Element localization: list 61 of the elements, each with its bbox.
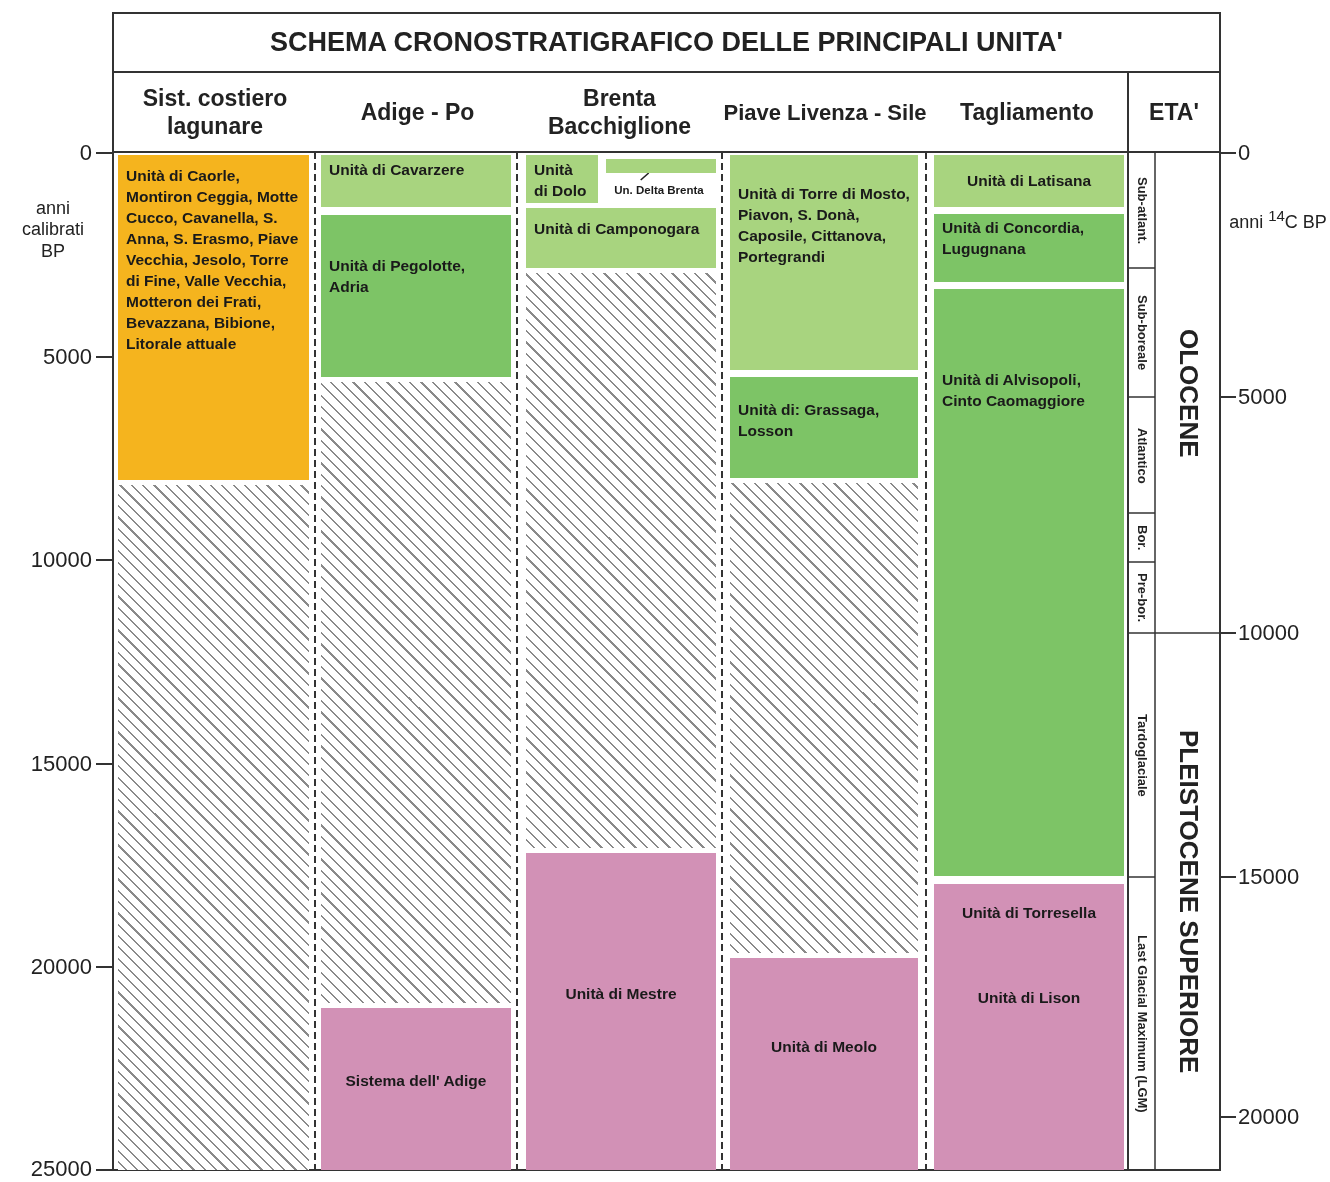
axis-tick-label: 0 (1238, 139, 1251, 167)
column-header: Brenta Bacchiglione (546, 85, 693, 141)
period-name: Bor. (1134, 525, 1150, 551)
unit-label: Unità di: Grassaga, Losson (738, 400, 881, 441)
unit-label: Unità di Latisana (966, 171, 1093, 191)
unit-label: Unità di Camponogara (534, 219, 701, 239)
unit-label: Unità di Meolo (770, 1037, 878, 1057)
unit-label: Sistema dell' Adige (344, 1071, 488, 1091)
axis-tick-label: 5000 (43, 343, 92, 371)
unit-box (934, 289, 1124, 876)
axis-tick-label: 25000 (30, 1155, 92, 1182)
axis-title: anni $^{14}$C BP (1229, 206, 1327, 234)
epoch-name: PLEISTOCENE SUPERIORE (1172, 730, 1204, 1074)
unit-label: Unità di Cavarzere (329, 160, 466, 180)
unit-box (526, 155, 598, 203)
unit-label: Unità di Caorle, Montiron Ceggia, Motte Cucco, Cavanella, S. Anna, S. Erasmo, Piave Vecchia, Jesolo, Torre di Fine, Valle Vecchia, Motteron dei Frati, Bevazzana, Bibione, Litorale attuale (126, 166, 300, 354)
period-name: Tardoglaciale (1134, 714, 1150, 797)
axis-tick-label: 15000 (30, 750, 92, 778)
unit-box (730, 377, 918, 478)
axis-title: anni calibrati BP (21, 197, 85, 263)
unit-box (730, 155, 918, 370)
unit-label: Unità di Mestre (564, 984, 678, 1004)
column-header: ETA' (1149, 99, 1199, 127)
unit-box (730, 958, 918, 1170)
unit-label: Unità di Lison (976, 988, 1082, 1008)
callout-label: Un. Delta Brenta (598, 180, 720, 200)
chart-title: SCHEMA CRONOSTRATIGRAFICO DELLE PRINCIPALI UNITA' (269, 26, 1064, 59)
unit-box (526, 853, 716, 1170)
unit-bar (606, 159, 716, 173)
axis-tick-label: 5000 (1238, 383, 1287, 411)
unit-box (118, 155, 309, 480)
axis-tick-label: 0 (79, 139, 92, 167)
period-name: Pre-bor. (1134, 573, 1150, 623)
column-header: Tagliamento (960, 99, 1094, 127)
unit-label: Unità di Torre di Mosto, Piavon, S. Donà, Caposile, Cittanova, Portegrandi (738, 184, 910, 267)
unit-label: Unità di Concordia, Lugugnana (942, 218, 1086, 259)
column-header: Sist. costiero lagunare (141, 85, 289, 141)
period-name: Last Glacial Maximum (LGM) (1134, 935, 1150, 1113)
unit-label: Unità di Dolo (534, 160, 588, 201)
period-name: Atlantico (1134, 427, 1150, 484)
axis-tick-label: 20000 (1238, 1103, 1300, 1131)
unit-box (934, 214, 1124, 282)
epoch-name: OLOCENE (1172, 329, 1204, 458)
unit-box (321, 1008, 511, 1170)
period-name: Sub-atlant. (1134, 177, 1150, 245)
column-header: Piave Livenza - Sile (723, 99, 927, 127)
unit-box (526, 208, 716, 268)
unit-box (934, 884, 1124, 1170)
unit-label: Unità di Torresella (960, 903, 1098, 923)
axis-tick-label: 15000 (1238, 863, 1300, 891)
leader-line (639, 172, 650, 181)
unit-box (321, 155, 511, 207)
axis-tick-label: 20000 (30, 953, 92, 981)
unit-label: Unità di Alvisopoli, Cinto Caomaggiore (942, 370, 1086, 411)
unit-box (934, 155, 1124, 207)
axis-tick-label: 10000 (1238, 619, 1300, 647)
axis-tick-label: 10000 (30, 546, 92, 574)
unit-box (321, 215, 511, 377)
period-name: Sub-boreale (1134, 295, 1150, 371)
unit-label: Unità di Pegolotte, Adria (329, 256, 467, 297)
column-header: Adige - Po (360, 99, 475, 127)
